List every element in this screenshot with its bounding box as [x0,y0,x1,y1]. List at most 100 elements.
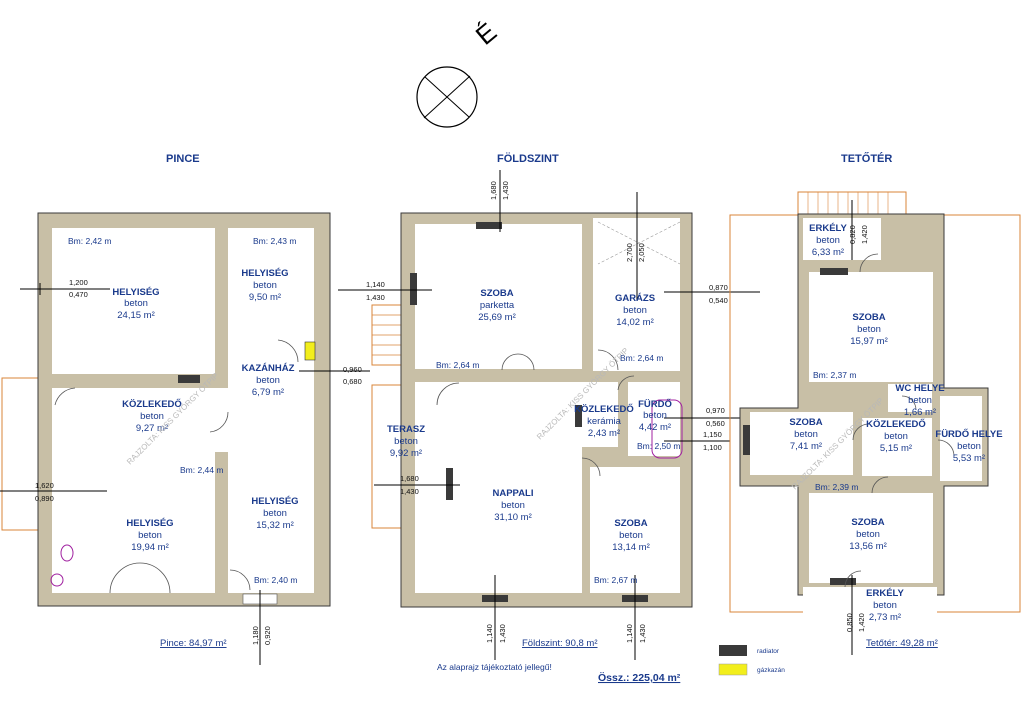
pince-plan [1,212,331,607]
dim-label: 0,970 [706,406,725,415]
room-material: beton [794,429,818,440]
room-height: Bm: 2,67 m [594,575,637,585]
room-name: ERKÉLY [809,223,847,234]
room-name: HELYISÉG [126,518,173,529]
room-name: KÖZLEKEDŐ [866,418,926,430]
room-material: beton [643,410,667,421]
room-area: 25,69 m² [478,312,516,323]
room-material: beton [957,441,981,452]
room-height: Bm: 2,44 m [180,465,223,475]
room-material: beton [138,530,162,541]
room-name: WC HELYE [895,383,944,394]
room-material: beton [253,280,277,291]
dim-label: 1,200 [69,278,88,287]
room-area: 2,73 m² [869,612,901,623]
compass: É [416,17,503,128]
room-height: Bm: 2,64 m [620,353,663,363]
dim-label: 1,620 [35,481,54,490]
room-material: beton [263,508,287,519]
room-height: Bm: 2,64 m [436,360,479,370]
room-material: beton [124,298,148,309]
dim-label: 0,680 [343,377,362,386]
dim-label: 1,430 [498,624,507,643]
room-name: GARÁZS [615,293,655,304]
room-name: ERKÉLY [866,588,904,599]
room-height: Bm: 2,42 m [68,236,111,246]
room-name: HELYISÉG [241,268,288,279]
level-title-foldszint: FÖLDSZINT [497,152,559,165]
level-title-pince: PINCE [166,153,200,165]
room-material: beton [623,305,647,316]
level-title-tetoter: TETŐTÉR [841,152,892,165]
total-osszes: Össz.: 225,04 m² [598,671,681,684]
dim-label: 0,960 [343,365,362,374]
room-area: 2,43 m² [588,428,620,439]
dim-label: 1,430 [366,293,385,302]
dim-label: 2,700 [625,243,634,262]
dim-label: 1,430 [400,487,419,496]
room-name: FÜRDŐ [638,398,672,410]
dim-label: 1,140 [485,624,494,643]
room-name: SZOBA [614,518,647,529]
dim-label: 1,140 [366,280,385,289]
dim-label: 1,680 [489,181,498,200]
room-name: HELYISÉG [251,496,298,507]
dim-label: 1,430 [638,624,647,643]
room-area: 5,15 m² [880,443,912,454]
legend-gazkazan-label: gázkazán [757,667,785,674]
legend: radiator gázkazán [718,645,785,676]
dim-label: 1,680 [400,474,419,483]
room-height: Bm: 2,40 m [254,575,297,585]
room-name: SZOBA [851,517,884,528]
room-material: parketta [480,300,515,311]
room-name: TERASZ [387,424,425,435]
room-material: beton [394,436,418,447]
legend-radiator-swatch [719,645,747,656]
room-name: HELYISÉG [112,287,159,298]
dim-label: 1,100 [703,443,722,452]
total-tetoter: Tetőtér: 49,28 m² [866,638,938,649]
dim-label: 1,140 [625,624,634,643]
room-area: 9,27 m² [136,423,168,434]
north-symbol: É [470,17,503,51]
dim-label: 1,420 [860,225,869,244]
room-area: 9,50 m² [249,292,281,303]
room-area: 31,10 m² [494,512,532,523]
dim-label: 1,150 [703,430,722,439]
room-area: 4,42 m² [639,422,671,433]
legend-gazkazan-swatch [718,663,748,676]
room-area: 24,15 m² [117,310,155,321]
room-material: kerámia [587,416,622,427]
room-area: 6,79 m² [252,387,284,398]
room-material: beton [619,530,643,541]
dim-label: 1,180 [251,626,260,645]
room-area: 13,14 m² [612,542,650,553]
room-name: KÖZLEKEDŐ [122,398,182,410]
room-area: 7,41 m² [790,441,822,452]
room-height: Bm: 2,43 m [253,236,296,246]
foldszint-plan [371,212,693,608]
room-area: 5,53 m² [953,453,985,464]
room-material: beton [873,600,897,611]
room-height: Bm: 2,37 m [813,370,856,380]
dim-label: 2,050 [637,243,646,262]
dim-label: 0,560 [706,419,725,428]
room-material: beton [884,431,908,442]
dim-label: 0,540 [709,296,728,305]
room-area: 15,32 m² [256,520,294,531]
legend-radiator-label: radiator [757,648,780,655]
room-area: 14,02 m² [616,317,654,328]
room-material: beton [256,375,280,386]
dim-label: 0,870 [709,283,728,292]
room-area: 19,94 m² [131,542,169,553]
disclaimer-note: Az alaprajz tájékoztató jellegű! [437,662,552,672]
room-area: 1,66 m² [904,407,936,418]
room-name: SZOBA [852,312,885,323]
room-area: 15,97 m² [850,336,888,347]
dim-label: 0,890 [35,494,54,503]
room-name: KAZÁNHÁZ [242,363,295,374]
room-material: beton [140,411,164,422]
dim-label: 1,420 [857,613,866,632]
room-name: SZOBA [480,288,513,299]
